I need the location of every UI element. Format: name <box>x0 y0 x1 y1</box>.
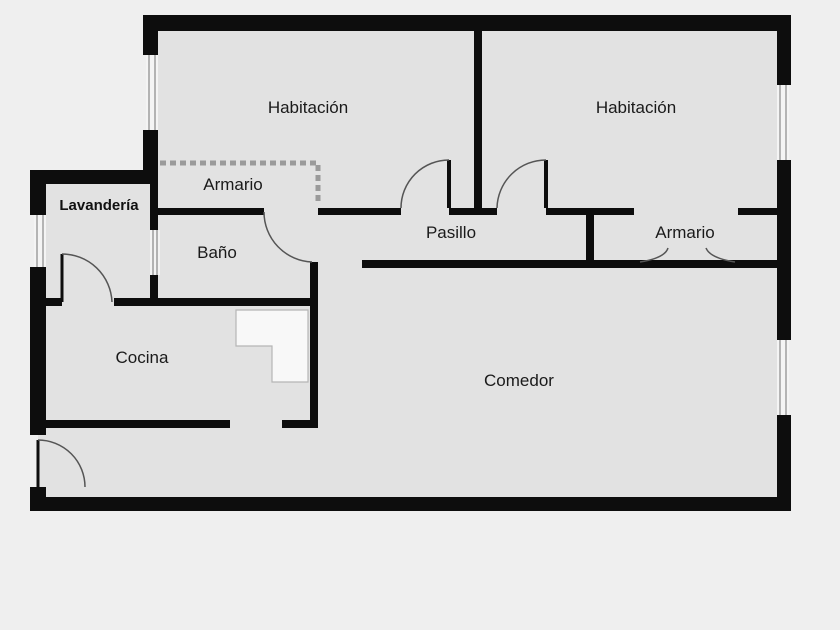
window-comedor <box>777 340 789 415</box>
wall <box>318 208 401 215</box>
kitchen-counter <box>235 309 309 383</box>
room-labels: Habitación Habitación Armario Lavandería… <box>59 98 714 390</box>
window-bano <box>150 230 160 275</box>
room-label-armario-right: Armario <box>655 223 715 242</box>
wall <box>46 298 62 306</box>
wall <box>30 170 158 184</box>
door-bano <box>263 211 313 263</box>
walls <box>30 15 791 511</box>
room-label-pasillo: Pasillo <box>426 223 476 242</box>
room-label-cocina: Cocina <box>116 348 169 367</box>
wall <box>150 208 264 215</box>
wall <box>143 15 158 55</box>
wall <box>282 420 318 428</box>
door-lavanderia <box>60 253 113 303</box>
wall <box>150 178 158 230</box>
wall <box>30 267 46 435</box>
door-entrance <box>36 439 86 488</box>
wall <box>46 420 230 428</box>
room-label-armario-left: Armario <box>203 175 263 194</box>
window-top-left-bedroom <box>146 55 158 130</box>
wall <box>474 24 482 212</box>
room-label-comedor: Comedor <box>484 371 554 390</box>
wall <box>150 275 158 305</box>
wall <box>362 260 786 268</box>
wall <box>30 487 46 511</box>
wall <box>30 170 46 215</box>
wall <box>143 15 791 31</box>
wall <box>30 497 791 511</box>
wall <box>777 415 791 511</box>
wall <box>449 208 497 215</box>
wall <box>310 262 318 428</box>
door-bedroom-left <box>400 159 451 209</box>
wall <box>143 130 158 178</box>
room-label-habitacion-right: Habitación <box>596 98 676 117</box>
wall <box>586 208 594 266</box>
window-lavanderia <box>34 215 46 267</box>
wall <box>738 208 788 215</box>
wall <box>777 160 791 340</box>
wall <box>777 15 791 85</box>
wall <box>114 298 317 306</box>
window-right-bedroom <box>777 85 789 160</box>
room-label-habitacion-left: Habitación <box>268 98 348 117</box>
door-armario-right <box>639 247 736 263</box>
windows <box>34 55 789 415</box>
doors <box>36 159 736 488</box>
door-bedroom-right <box>496 159 548 209</box>
closet-outline <box>160 160 321 201</box>
room-label-lavanderia: Lavandería <box>59 197 139 214</box>
room-label-bano: Baño <box>197 243 237 262</box>
